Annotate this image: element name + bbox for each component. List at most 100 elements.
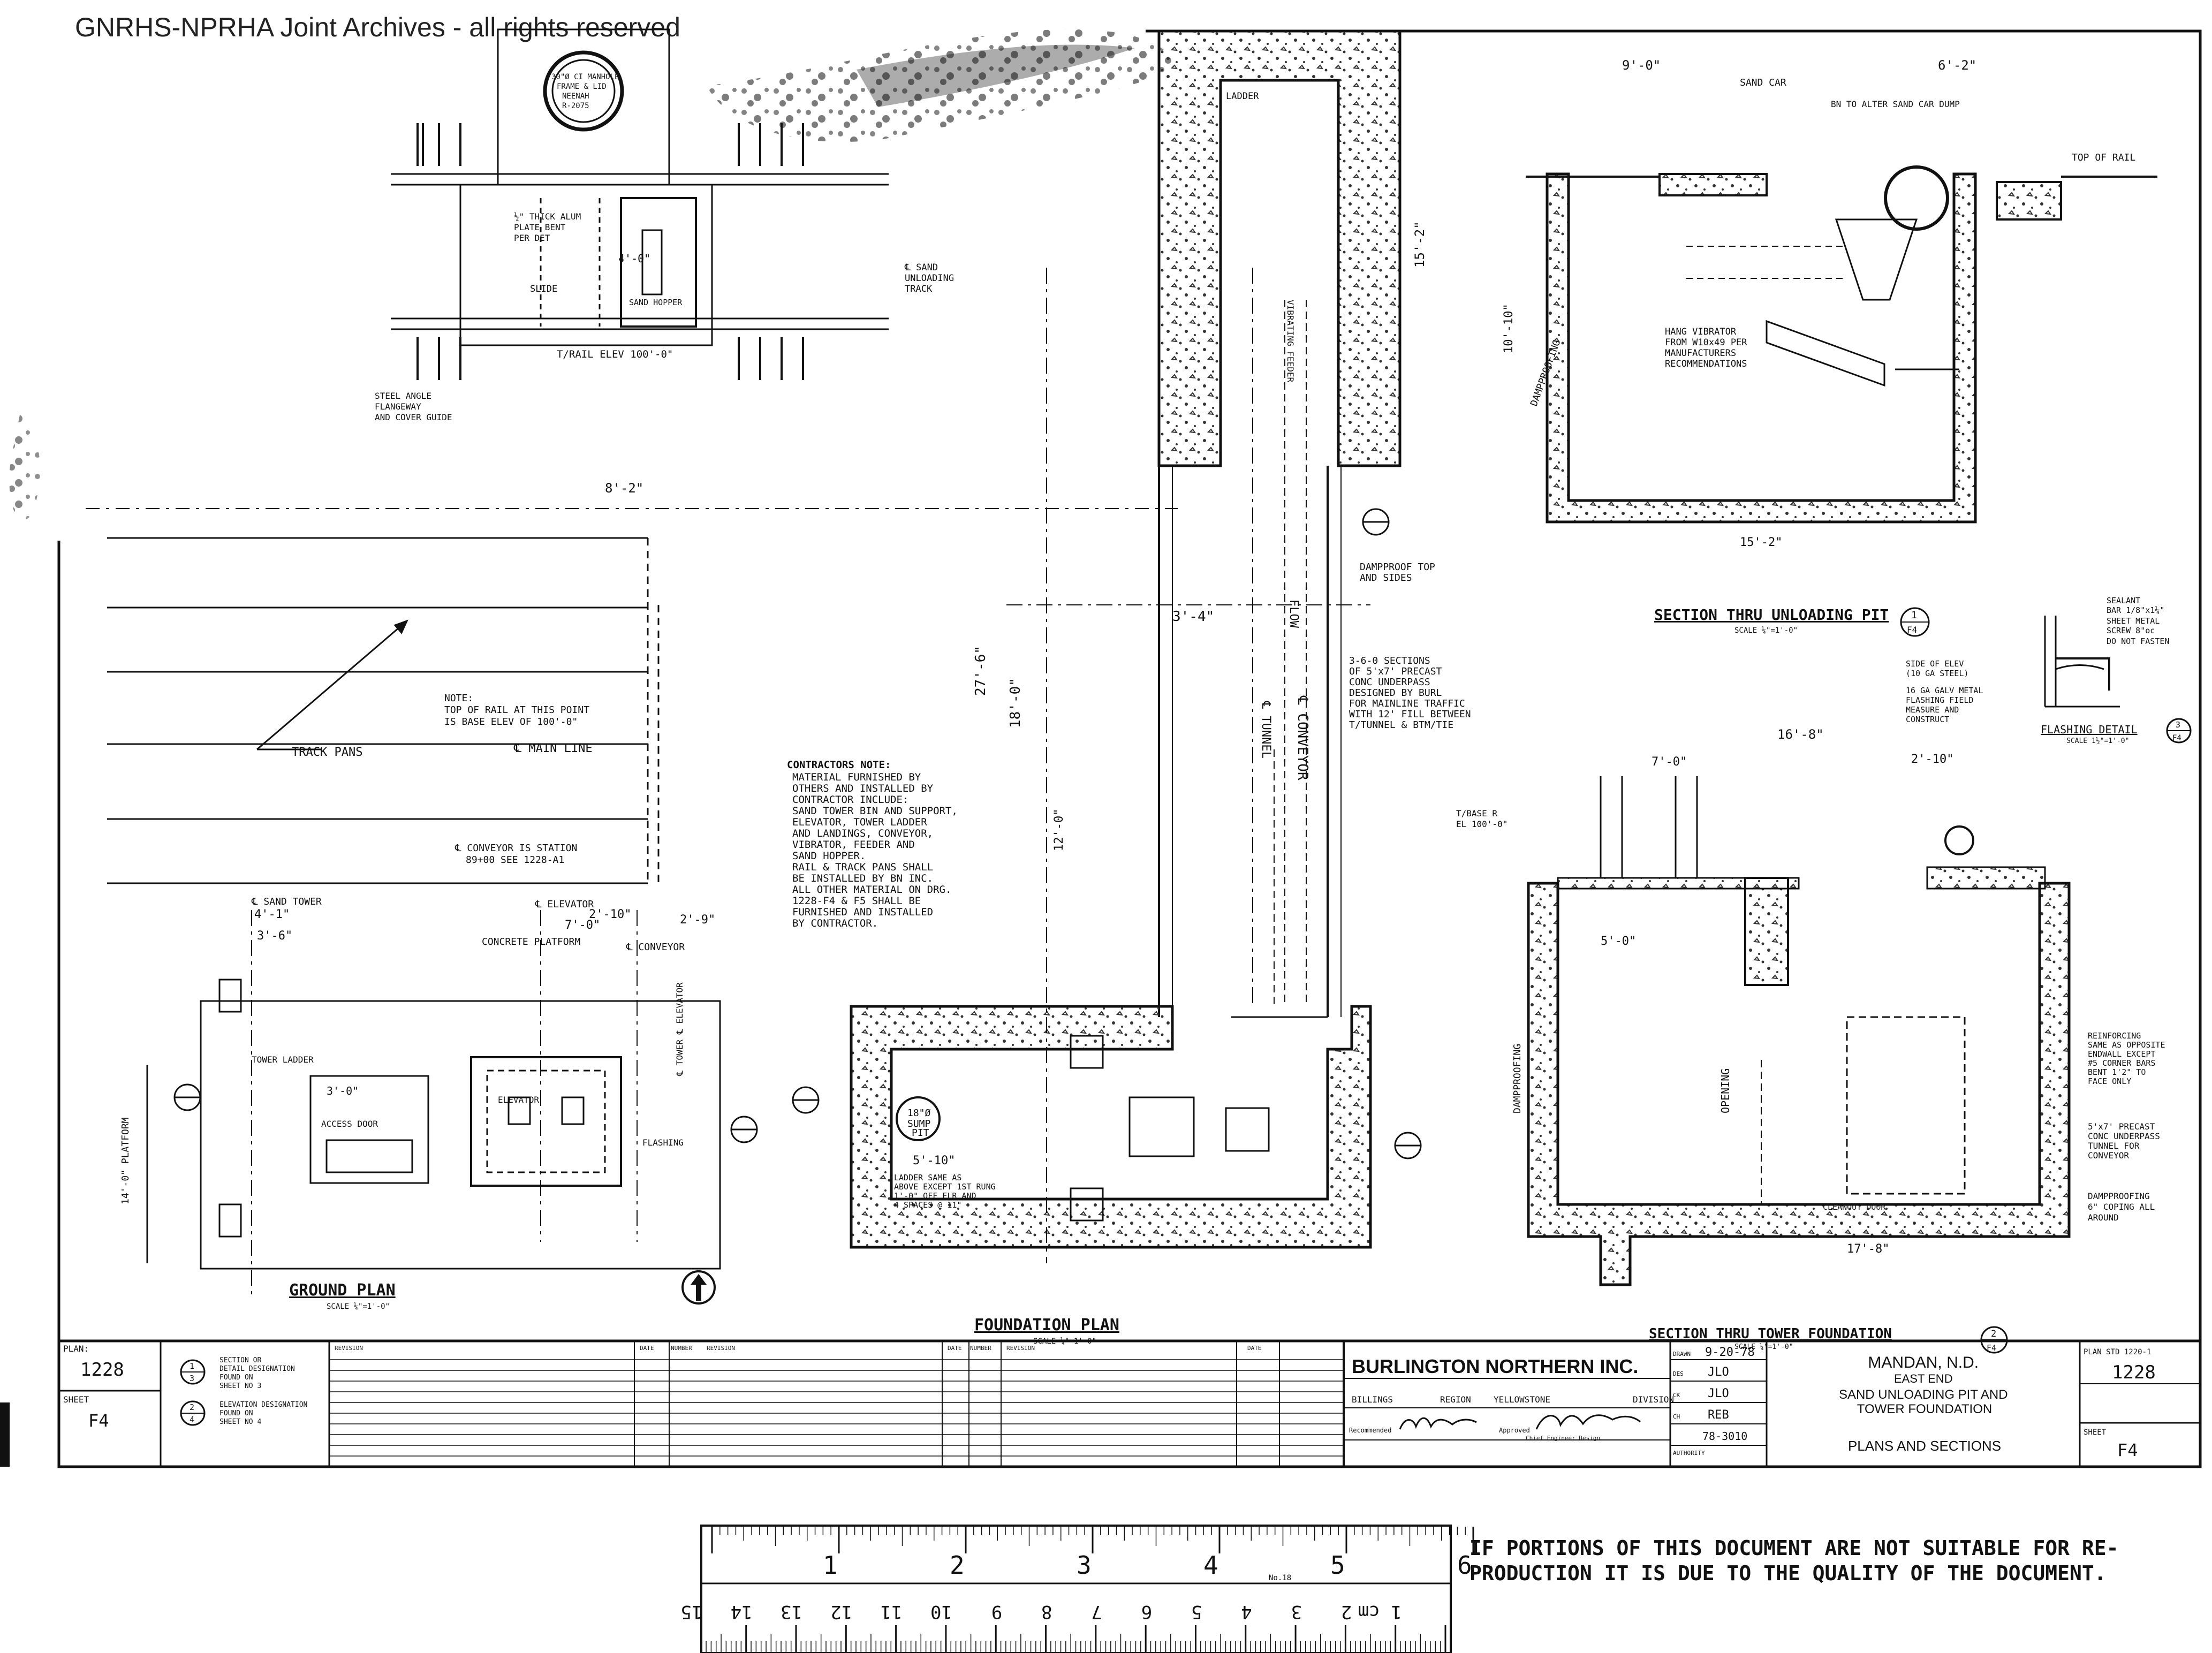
ground-plan-scale: SCALE ¼"=1'-0" <box>327 1302 390 1311</box>
top-of-rail-label: TOP OF RAIL <box>2072 152 2135 163</box>
foundation-plan-walls <box>850 29 1402 1249</box>
svg-text:CH: CH <box>1673 1413 1680 1420</box>
contractors-note: CONTRACTORS NOTE: MATERIAL FURNISHED BY … <box>787 759 964 929</box>
ladder-note: LADDER SAME AS ABOVE EXCEPT 1ST RUNG 1'-… <box>894 1173 1001 1210</box>
cm-label: 2 <box>1341 1601 1352 1622</box>
galv-flashing-note: 16 GA GALV METAL FLASHING FIELD MEASURE … <box>1906 686 1988 724</box>
sheet-number-right: F4 <box>2117 1440 2138 1460</box>
conveyor-station-note: ℄ CONVEYOR IS STATION 89+00 SEE 1228-A1 <box>454 843 583 866</box>
dim-8-2: 8'-2" <box>605 481 643 496</box>
sheet-number: F4 <box>88 1411 109 1431</box>
dampproofing-label-tower: DAMPPROOFING <box>1512 1044 1523 1113</box>
dim-4-0: 4'-0" <box>618 252 650 265</box>
cm-label: 1 cm <box>1358 1601 1402 1622</box>
plan-number-right: 1228 <box>2112 1362 2156 1383</box>
svg-text:2: 2 <box>190 1402 194 1412</box>
inch-label: 6 <box>1457 1551 1472 1580</box>
alum-plate-label: ½" THICK ALUM PLATE BENT PER DET <box>514 211 586 243</box>
svg-text:3: 3 <box>2176 720 2180 730</box>
foundation-plan-title: FOUNDATION PLAN <box>974 1316 1119 1334</box>
concrete-platform-label: CONCRETE PLATFORM <box>482 936 580 947</box>
coping-note: DAMPPROOFING 6" COPING ALL AROUND <box>2088 1191 2160 1223</box>
rail-elev-label: T/RAIL ELEV 100'-0" <box>557 348 673 360</box>
dim-12-0: 12'-0" <box>1052 809 1066 851</box>
inch-label: 3 <box>1077 1551 1092 1580</box>
svg-text:JLO: JLO <box>1708 1366 1729 1379</box>
opening-label: OPENING <box>1719 1068 1732 1113</box>
signatures <box>1399 1414 1641 1430</box>
legend-symbol-2: 2 4 <box>180 1400 206 1426</box>
dim-3-4: 3'-4" <box>1172 609 1214 625</box>
vibrating-feeder-label: VIBRATING FEEDER <box>1285 300 1296 382</box>
cm-label: 3 <box>1291 1601 1302 1622</box>
reproduction-note: IF PORTIONS OF THIS DOCUMENT ARE NOT SUI… <box>1469 1536 2131 1585</box>
svg-text:F4: F4 <box>1907 625 1917 635</box>
section-tower-title: SECTION THRU TOWER FOUNDATION <box>1649 1326 1892 1342</box>
cm-label: 9 <box>991 1601 1002 1622</box>
dim-17-8: 17'-8" <box>1847 1242 1889 1256</box>
cm-label: 10 <box>930 1601 952 1622</box>
sand-hopper-circle <box>1884 165 1949 231</box>
dim-7-0: 7'-0" <box>1652 755 1687 769</box>
svg-text:1: 1 <box>1911 610 1917 621</box>
svg-text:F4: F4 <box>1987 1343 1996 1353</box>
ladder-label: LADDER <box>1226 91 1259 102</box>
sheet-label: SHEET <box>63 1394 89 1405</box>
manhole-label: 30"Ø CI MANHOLE FRAME & LID NEENAH R-207… <box>551 73 624 110</box>
svg-text:F4: F4 <box>2172 734 2181 742</box>
steel-angle-label: STEEL ANGLE FLANGEWAY AND COVER GUIDE <box>375 391 452 422</box>
svg-text:1: 1 <box>190 1361 194 1371</box>
dim-9-0: 9'-0" <box>1622 58 1661 73</box>
cm-label: 5 <box>1191 1601 1202 1622</box>
svg-text:AUTHORITY: AUTHORITY <box>1673 1450 1705 1457</box>
track-pans-label: TRACK PANS <box>292 746 362 759</box>
flashing-detail-scale: SCALE 1½"=1'-0" <box>2066 737 2129 745</box>
conveyor-vertical-label: ℄ CONVEYOR <box>1294 695 1310 780</box>
cm-label: 7 <box>1091 1601 1102 1622</box>
tower-elevator-label: ℄ TOWER ℄ ELEVATOR <box>675 982 685 1076</box>
section-unloading-pit <box>1526 165 2157 524</box>
svg-text:REB: REB <box>1708 1408 1729 1422</box>
legend-text-2: ELEVATION DESIGNATION FOUND ON SHEET NO … <box>219 1401 312 1426</box>
dim-16-8: 16'-8" <box>1777 727 1824 742</box>
callout-1-f4: 1 F4 <box>1900 607 1930 637</box>
ink-smudge <box>0 29 1178 1467</box>
inch-ticks <box>711 1527 1474 1553</box>
dim-3-0: 3'-0" <box>327 1085 359 1097</box>
chief-engineer-label: Chief Engineer Design <box>1526 1435 1600 1442</box>
dim-5-0: 5'-0" <box>1601 935 1636 948</box>
track-plan <box>391 28 889 380</box>
ground-plan-title: GROUND PLAN <box>289 1281 396 1300</box>
dim-7-0-ground: 7'-0" <box>565 919 600 932</box>
title-block <box>57 1339 2202 1468</box>
sand-unloading-track-label: ℄ SAND UNLOADING TRACK <box>904 262 959 294</box>
svg-text:9-20-78: 9-20-78 <box>1705 1346 1755 1359</box>
plan-std-label: PLAN STD 1220-1 <box>2084 1348 2151 1356</box>
section-markers <box>173 508 1422 1159</box>
watermark: GNRHS-NPRHA Joint Archives - all rights … <box>75 12 680 42</box>
plans-and-sections: PLANS AND SECTIONS <box>1848 1438 2001 1454</box>
dim-2-9: 2'-9" <box>680 913 715 927</box>
precast-tunnel-note: 5'x7' PRECAST CONC UNDERPASS TUNNEL FOR … <box>2088 1121 2165 1161</box>
cm-ticks <box>706 1625 1446 1652</box>
dim-6-2: 6'-2" <box>1938 58 1976 73</box>
svg-text:DRAWN: DRAWN <box>1673 1351 1691 1358</box>
project-title: MANDAN, N.D. EAST END SAND UNLOADING PIT… <box>1839 1354 2010 1416</box>
main-line-label: ℄ MAIN LINE <box>513 742 593 755</box>
track-pans-area <box>86 508 1178 884</box>
company-name: BURLINGTON NORTHERN INC. <box>1352 1355 1638 1377</box>
elevator-box-label: ELEVATOR <box>498 1095 539 1105</box>
sump-pit <box>896 1096 941 1141</box>
platform-label: 14'-0" PLATFORM <box>120 1117 131 1204</box>
dim-10-10: 10'-10" <box>1502 304 1516 353</box>
north-arrow <box>681 1270 716 1305</box>
dim-4-1: 4'-1" <box>254 908 290 921</box>
inch-label: 1 <box>823 1551 838 1580</box>
svg-text:78-3010: 78-3010 <box>1702 1430 1747 1443</box>
dim-5-10: 5'-10" <box>913 1154 955 1167</box>
cm-label: 11 <box>881 1601 903 1622</box>
